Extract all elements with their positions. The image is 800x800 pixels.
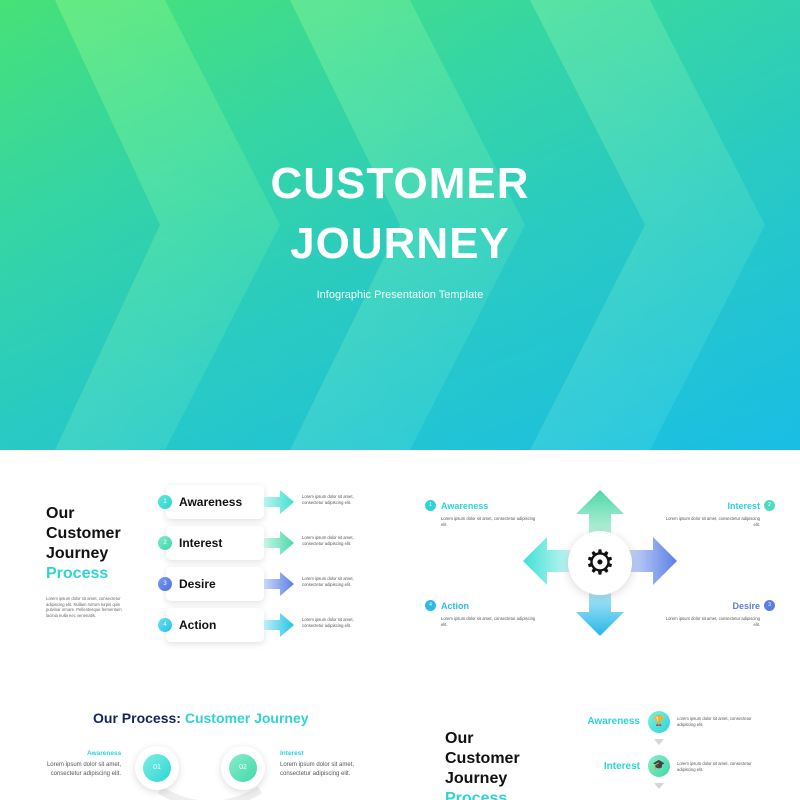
quadrant-number-badge: 2 xyxy=(764,500,775,511)
quadrant-label: Interest xyxy=(727,501,760,511)
step-number-badge: 1 xyxy=(158,495,172,509)
vertical-step-label: Interest xyxy=(603,761,640,772)
timeline-node: 02 xyxy=(221,746,265,790)
step-card-desire: Desire xyxy=(166,567,264,601)
step-label: Interest xyxy=(179,536,223,550)
quadrant-description: Lorem ipsum dolor sit amet, consectetur … xyxy=(665,616,760,627)
step-description: Lorem ipsum dolor sit amet, consectetur … xyxy=(302,576,354,587)
hero-slide[interactable]: CUSTOMER JOURNEY Infographic Presentatio… xyxy=(0,0,800,450)
slide4-title-main: Our Process: xyxy=(93,710,181,726)
quadrant-label: Awareness xyxy=(441,501,489,511)
timeline-label: Interest xyxy=(280,750,304,757)
step-number-badge: 4 xyxy=(158,618,172,632)
quadrant-label: Desire xyxy=(732,601,760,611)
arrow-down-icon xyxy=(576,588,624,636)
step-card-action: Action xyxy=(166,608,264,642)
arrow-left-icon xyxy=(523,537,571,585)
step-card-interest: Interest xyxy=(166,526,264,560)
timeline-number: 01 xyxy=(143,754,171,782)
slide5-title: Our Customer Journey Process xyxy=(445,729,520,800)
graduation-cap-icon: 🎓 xyxy=(648,755,670,777)
slide2-title-accent: Process xyxy=(46,565,109,582)
arrow-up-icon xyxy=(576,490,624,538)
chevron-down-icon xyxy=(654,783,664,789)
hero-subtitle: Infographic Presentation Template xyxy=(316,289,484,301)
vertical-step-description: Lorem ipsum dolor sit amet, consectetur … xyxy=(677,761,752,772)
arrow-right-icon xyxy=(629,537,677,585)
timeline-description: Lorem ipsum dolor sit amet, consectetur … xyxy=(280,762,355,777)
center-circle: ⚙ xyxy=(568,531,632,595)
trophy-icon: 🏆 xyxy=(648,711,670,733)
timeline-description: Lorem ipsum dolor sit amet, consectetur … xyxy=(46,762,121,777)
step-number-badge: 3 xyxy=(158,577,172,591)
slide2-description: Lorem ipsum dolor sit amet, consectetur … xyxy=(46,596,122,618)
slide2-title-line2: Customer xyxy=(46,525,121,542)
slide4-title-accent: Customer Journey xyxy=(184,710,309,726)
connector-curve xyxy=(157,786,263,800)
arrow-right-icon xyxy=(264,531,294,555)
step-card-awareness: Awareness xyxy=(166,485,264,519)
chevron-down-icon xyxy=(654,739,664,745)
quadrant-number-badge: 4 xyxy=(425,600,436,611)
quadrant-label: Action xyxy=(441,601,469,611)
hero-title-line1: CUSTOMER xyxy=(270,159,530,208)
vertical-step-description: Lorem ipsum dolor sit amet, consectetur … xyxy=(677,716,752,727)
quadrant-number-badge: 3 xyxy=(764,600,775,611)
slide5-title-line1: Our xyxy=(445,730,474,747)
step-label: Desire xyxy=(179,577,216,591)
step-description: Lorem ipsum dolor sit amet, consectetur … xyxy=(302,535,354,546)
step-description: Lorem ipsum dolor sit amet, consectetur … xyxy=(302,494,354,505)
timeline-label: Awareness xyxy=(87,750,122,757)
slide5-title-accent: Process xyxy=(445,790,508,800)
step-label: Awareness xyxy=(179,495,243,509)
step-number-badge: 2 xyxy=(158,536,172,550)
slide2-title-line1: Our xyxy=(46,505,75,522)
gear-icon: ⚙ xyxy=(584,544,616,582)
timeline-node: 01 xyxy=(135,746,179,790)
arrow-right-icon xyxy=(264,572,294,596)
hero-title-line2: JOURNEY xyxy=(290,219,510,268)
step-description: Lorem ipsum dolor sit amet, consectetur … xyxy=(302,617,354,628)
step-label: Action xyxy=(179,618,217,632)
arrow-right-icon xyxy=(264,613,294,637)
quadrant-number-badge: 1 xyxy=(425,500,436,511)
slide4-title: Our Process: Customer Journey xyxy=(93,710,309,726)
chevron-background xyxy=(0,0,800,450)
quadrant-description: Lorem ipsum dolor sit amet, consectetur … xyxy=(665,516,760,527)
timeline-number: 02 xyxy=(229,754,257,782)
arrow-right-icon xyxy=(264,490,294,514)
direction-arrows xyxy=(523,490,677,636)
quadrant-description: Lorem ipsum dolor sit amet, consectetur … xyxy=(441,516,536,527)
slide5-title-line2: Customer xyxy=(445,750,520,767)
slide5-title-line3: Journey xyxy=(445,770,508,787)
vertical-step-label: Awareness xyxy=(587,716,640,727)
quadrant-description: Lorem ipsum dolor sit amet, consectetur … xyxy=(441,616,536,627)
slide2-title: Our Customer Journey Process xyxy=(46,504,121,584)
slide2-title-line3: Journey xyxy=(46,545,109,562)
